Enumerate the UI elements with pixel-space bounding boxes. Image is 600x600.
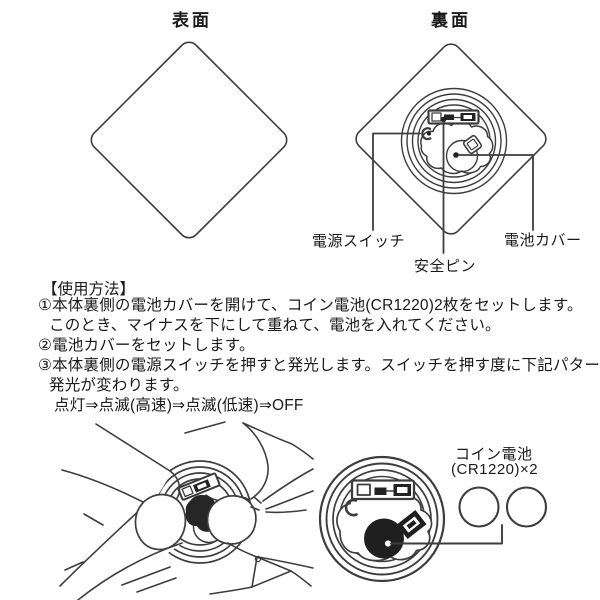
- right-hand-top-separation: [184, 421, 226, 434]
- back-view-title: 裏面: [431, 11, 471, 30]
- hands-opening-cover-figure: [59, 421, 314, 600]
- instruction-step-1b: このとき、マイナスを下にして重ねて、電池を入れてください。: [49, 317, 501, 334]
- battery-cover-outline: [420, 120, 494, 175]
- instruction-step-2: ②電池カバーをセットします。: [38, 337, 255, 354]
- cover-tab: [462, 134, 483, 155]
- instruction-pattern-line: 点灯⇒点滅(高速)⇒点滅(低速)⇒OFF: [54, 397, 304, 414]
- right-finger-nail: [251, 556, 292, 588]
- coin-battery-label-line1: コイン電池: [455, 446, 533, 463]
- pin-hook: [344, 498, 358, 517]
- coin-battery-2: [505, 486, 548, 528]
- coin-battery-leader: [390, 524, 503, 545]
- right-finger-line1: [262, 468, 314, 502]
- right-hand-back-outline: [242, 422, 269, 500]
- instructions-heading: 【使用方法】: [42, 281, 136, 298]
- right-pinch-mark: [253, 496, 262, 504]
- instruction-step-1: ①本体裏側の電池カバーを開けて、コイン電池(CR1220)2枚をセットします。: [38, 297, 583, 314]
- battery-cover-leader: [457, 154, 534, 231]
- left-knuckle-mark2: [64, 561, 84, 571]
- lower-finger-line2: [136, 577, 177, 593]
- safety-pin-label: 安全ピン: [414, 258, 477, 275]
- callout-leader-lines: [372, 116, 534, 254]
- hands-safety-pin: [177, 472, 221, 501]
- power-switch-label: 電源スイッチ: [312, 233, 406, 250]
- back-diamond-outline: [355, 43, 547, 235]
- cover-twist-tab: [396, 510, 427, 539]
- front-view-diagram: [90, 41, 288, 239]
- left-thumb-upper-edge: [59, 506, 144, 587]
- instruction-step-3: ③本体裏側の電源スイッチを押すと発光します。スイッチを押す度に下記パターンで: [38, 357, 600, 374]
- right-hand-top-edge: [242, 422, 314, 460]
- coin-battery-installed: [364, 518, 404, 559]
- right-lower-finger-bottom: [209, 586, 253, 595]
- left-index-finger-fill: [62, 424, 172, 508]
- front-view-title: 表面: [172, 11, 212, 30]
- open-safety-pin: [350, 479, 416, 501]
- battery-well-circle: [445, 139, 479, 173]
- battery-placement-figure: [318, 455, 548, 583]
- instruction-step-3b: 発光が変わります。: [49, 377, 189, 394]
- back-view-diagram: [355, 43, 547, 254]
- right-lower-exit: [290, 570, 312, 587]
- left-index-upper-edge: [95, 423, 171, 472]
- lower-finger-line: [121, 566, 171, 586]
- power-switch-leader: [372, 132, 421, 231]
- coin-battery-anchor-dot: [384, 540, 392, 547]
- coin-battery-label-line2: (CR1220)×2: [451, 461, 539, 478]
- right-lower-edge: [227, 542, 258, 558]
- right-fingertip: [206, 495, 257, 545]
- right-finger-line2: [265, 490, 314, 510]
- coin-battery-1: [458, 486, 500, 528]
- battery-cover-anchor-dot: [453, 152, 459, 158]
- battery-cover-label: 電池カバー: [504, 232, 582, 249]
- right-lower-finger-top: [257, 556, 314, 569]
- safety-pin-anchor-dot: [440, 116, 447, 123]
- left-knuckle-mark: [83, 513, 104, 526]
- power-switch-clip: [421, 127, 432, 141]
- right-pinch-mark2: [250, 506, 260, 511]
- left-thumb-nail: [134, 493, 187, 551]
- front-diamond-outline: [90, 41, 288, 239]
- back-rings: [400, 87, 508, 195]
- right-finger-line3: [265, 509, 307, 514]
- safety-pin-assembly: [427, 109, 480, 125]
